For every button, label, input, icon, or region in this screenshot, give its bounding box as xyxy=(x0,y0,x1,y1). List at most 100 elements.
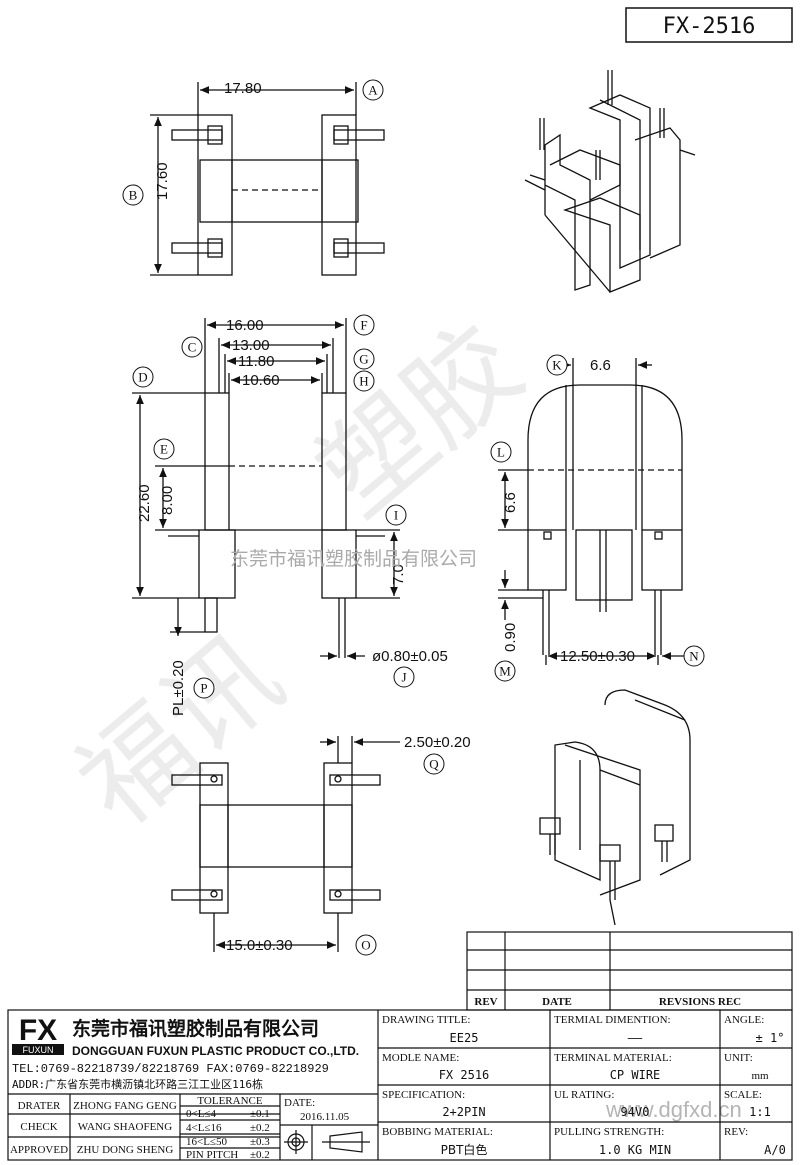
marker-G: G xyxy=(353,348,375,370)
svg-text:I: I xyxy=(394,508,398,523)
dim-pin-dia: ø0.80±0.05 xyxy=(372,648,448,665)
tolerance-header: TOLERANCE xyxy=(197,1095,262,1107)
pull: 1.0 KG MIN xyxy=(599,1143,671,1157)
marker-B: B xyxy=(122,184,144,206)
marker-O: O xyxy=(355,934,377,956)
logo-sub-bg xyxy=(12,1044,64,1055)
marker-I: I xyxy=(385,504,407,526)
svg-text:O: O xyxy=(361,938,370,953)
marker-Q: Q xyxy=(423,753,445,775)
front-view xyxy=(132,318,400,660)
part-number: FX-2516 xyxy=(663,14,756,39)
company-logo-sub: FUXUN xyxy=(23,1045,54,1055)
tolerance-val-3: ±0.2 xyxy=(250,1149,270,1161)
marker-E: E xyxy=(153,438,175,460)
watermark-text: 东莞市福讯塑胶制品有限公司 xyxy=(230,548,477,570)
dim-7: 7.0 xyxy=(390,564,407,585)
drawing-title-label: DRAWING TITLE: xyxy=(382,1014,470,1026)
dim-top-width: 17.80 xyxy=(224,80,262,97)
iso-view-top xyxy=(524,70,696,293)
svg-text:P: P xyxy=(200,681,207,696)
approval-role-0: DRATER xyxy=(18,1100,61,1112)
angle-label: ANGLE: xyxy=(724,1014,764,1026)
svg-text:Q: Q xyxy=(429,757,439,772)
watermark-logo: 福讯 塑胶 xyxy=(54,300,545,849)
tolerance-range-1: 4<L≤16 xyxy=(186,1122,222,1134)
approval-role-2: APPROVED xyxy=(10,1144,68,1156)
model-label: MODLE NAME: xyxy=(382,1052,459,1064)
approval-name-2: ZHU DONG SHENG xyxy=(77,1144,174,1156)
company-name-en: DONGGUAN FUXUN PLASTIC PRODUCT CO.,LTD. xyxy=(72,1044,359,1058)
terminal-mat-label: TERMINAL MATERIAL: xyxy=(554,1052,672,1064)
scale: 1:1 xyxy=(749,1105,771,1119)
company-addr: ADDR:广东省东莞市横沥镇北环路三江工业区116栋 xyxy=(12,1077,263,1091)
unit-label: UNIT: xyxy=(724,1052,753,1064)
svg-text:B: B xyxy=(129,188,138,203)
angle: ± 1° xyxy=(756,1031,785,1045)
dim-1060: 10.60 xyxy=(242,372,280,389)
marker-F: F xyxy=(353,314,375,336)
marker-C: C xyxy=(181,336,203,358)
title-block xyxy=(7,1009,793,1161)
dim-66w: 6.6 xyxy=(590,357,611,374)
svg-text:J: J xyxy=(401,670,406,685)
scale-label: SCALE: xyxy=(724,1089,762,1101)
svg-text:D: D xyxy=(138,370,147,385)
dim-090: 0.90 xyxy=(502,623,519,652)
approval-role-1: CHECK xyxy=(20,1121,57,1133)
marker-H: H xyxy=(353,370,375,392)
marker-J: J xyxy=(393,666,415,688)
rev-label: REV: xyxy=(724,1126,748,1138)
marker-A: A xyxy=(362,79,384,101)
side-view xyxy=(498,358,684,665)
date-value: 2016.11.05 xyxy=(300,1111,350,1123)
tolerance-range-2: 16<L≤50 xyxy=(186,1136,227,1148)
svg-text:G: G xyxy=(359,352,368,367)
dim-1180: 11.80 xyxy=(238,353,274,370)
company-tel: TEL:0769-82218739/82218769 FAX:0769-8221… xyxy=(12,1062,329,1076)
svg-text:K: K xyxy=(552,358,562,373)
bobbin-mat-label: BOBBING MATERIAL: xyxy=(382,1126,493,1138)
dim-16: 16.00 xyxy=(226,317,264,334)
terminal-dim: —— xyxy=(628,1031,643,1045)
company-logo: FX xyxy=(19,1014,57,1047)
svg-text:H: H xyxy=(359,374,368,389)
rev-col-header: REV xyxy=(474,996,497,1008)
marker-M: M xyxy=(494,660,516,682)
svg-text:福讯: 福讯 xyxy=(54,610,305,849)
dim-250: 2.50±0.20 xyxy=(404,734,471,751)
rec-col-header: REVSIONS REC xyxy=(659,996,741,1008)
top-view xyxy=(150,82,385,276)
iso-view-bottom xyxy=(539,689,691,926)
part-number-box xyxy=(625,7,793,43)
dim-pin-pitch: 12.50±0.30 xyxy=(560,648,635,665)
tolerance-val-0: ±0.1 xyxy=(250,1108,270,1120)
dim-66h: 6.6 xyxy=(502,492,519,513)
dim-2260: 22.60 xyxy=(136,484,153,522)
model: FX 2516 xyxy=(439,1068,490,1082)
svg-text:E: E xyxy=(160,442,168,457)
svg-text:M: M xyxy=(499,664,511,679)
date-label: DATE: xyxy=(284,1097,315,1109)
tolerance-val-2: ±0.3 xyxy=(250,1136,270,1148)
revision-table xyxy=(466,931,793,1011)
dim-top-height: 17.60 xyxy=(154,162,171,200)
marker-N: N xyxy=(683,645,705,667)
terminal-mat: CP WIRE xyxy=(610,1068,661,1082)
marker-P: P xyxy=(193,677,215,699)
terminal-dim-label: TERMIAL DIMENTION: xyxy=(554,1014,671,1026)
unit: mm xyxy=(751,1070,769,1082)
bottom-view xyxy=(171,736,400,952)
dim-150: 15.0±0.30 xyxy=(226,937,293,954)
spec-label: SPECIFICATION: xyxy=(382,1089,465,1101)
spec: 2+2PIN xyxy=(442,1105,485,1119)
tolerance-range-3: PIN PITCH xyxy=(186,1149,238,1161)
tolerance-val-1: ±0.2 xyxy=(250,1122,270,1134)
marker-L: L xyxy=(490,441,512,463)
tolerance-range-0: 0<L≤4 xyxy=(186,1108,216,1120)
approval-name-0: ZHONG FANG GENG xyxy=(73,1100,177,1112)
marker-D: D xyxy=(132,366,154,388)
ul-label: UL RATING: xyxy=(554,1089,614,1101)
bobbin-mat: PBT白色 xyxy=(441,1142,488,1157)
